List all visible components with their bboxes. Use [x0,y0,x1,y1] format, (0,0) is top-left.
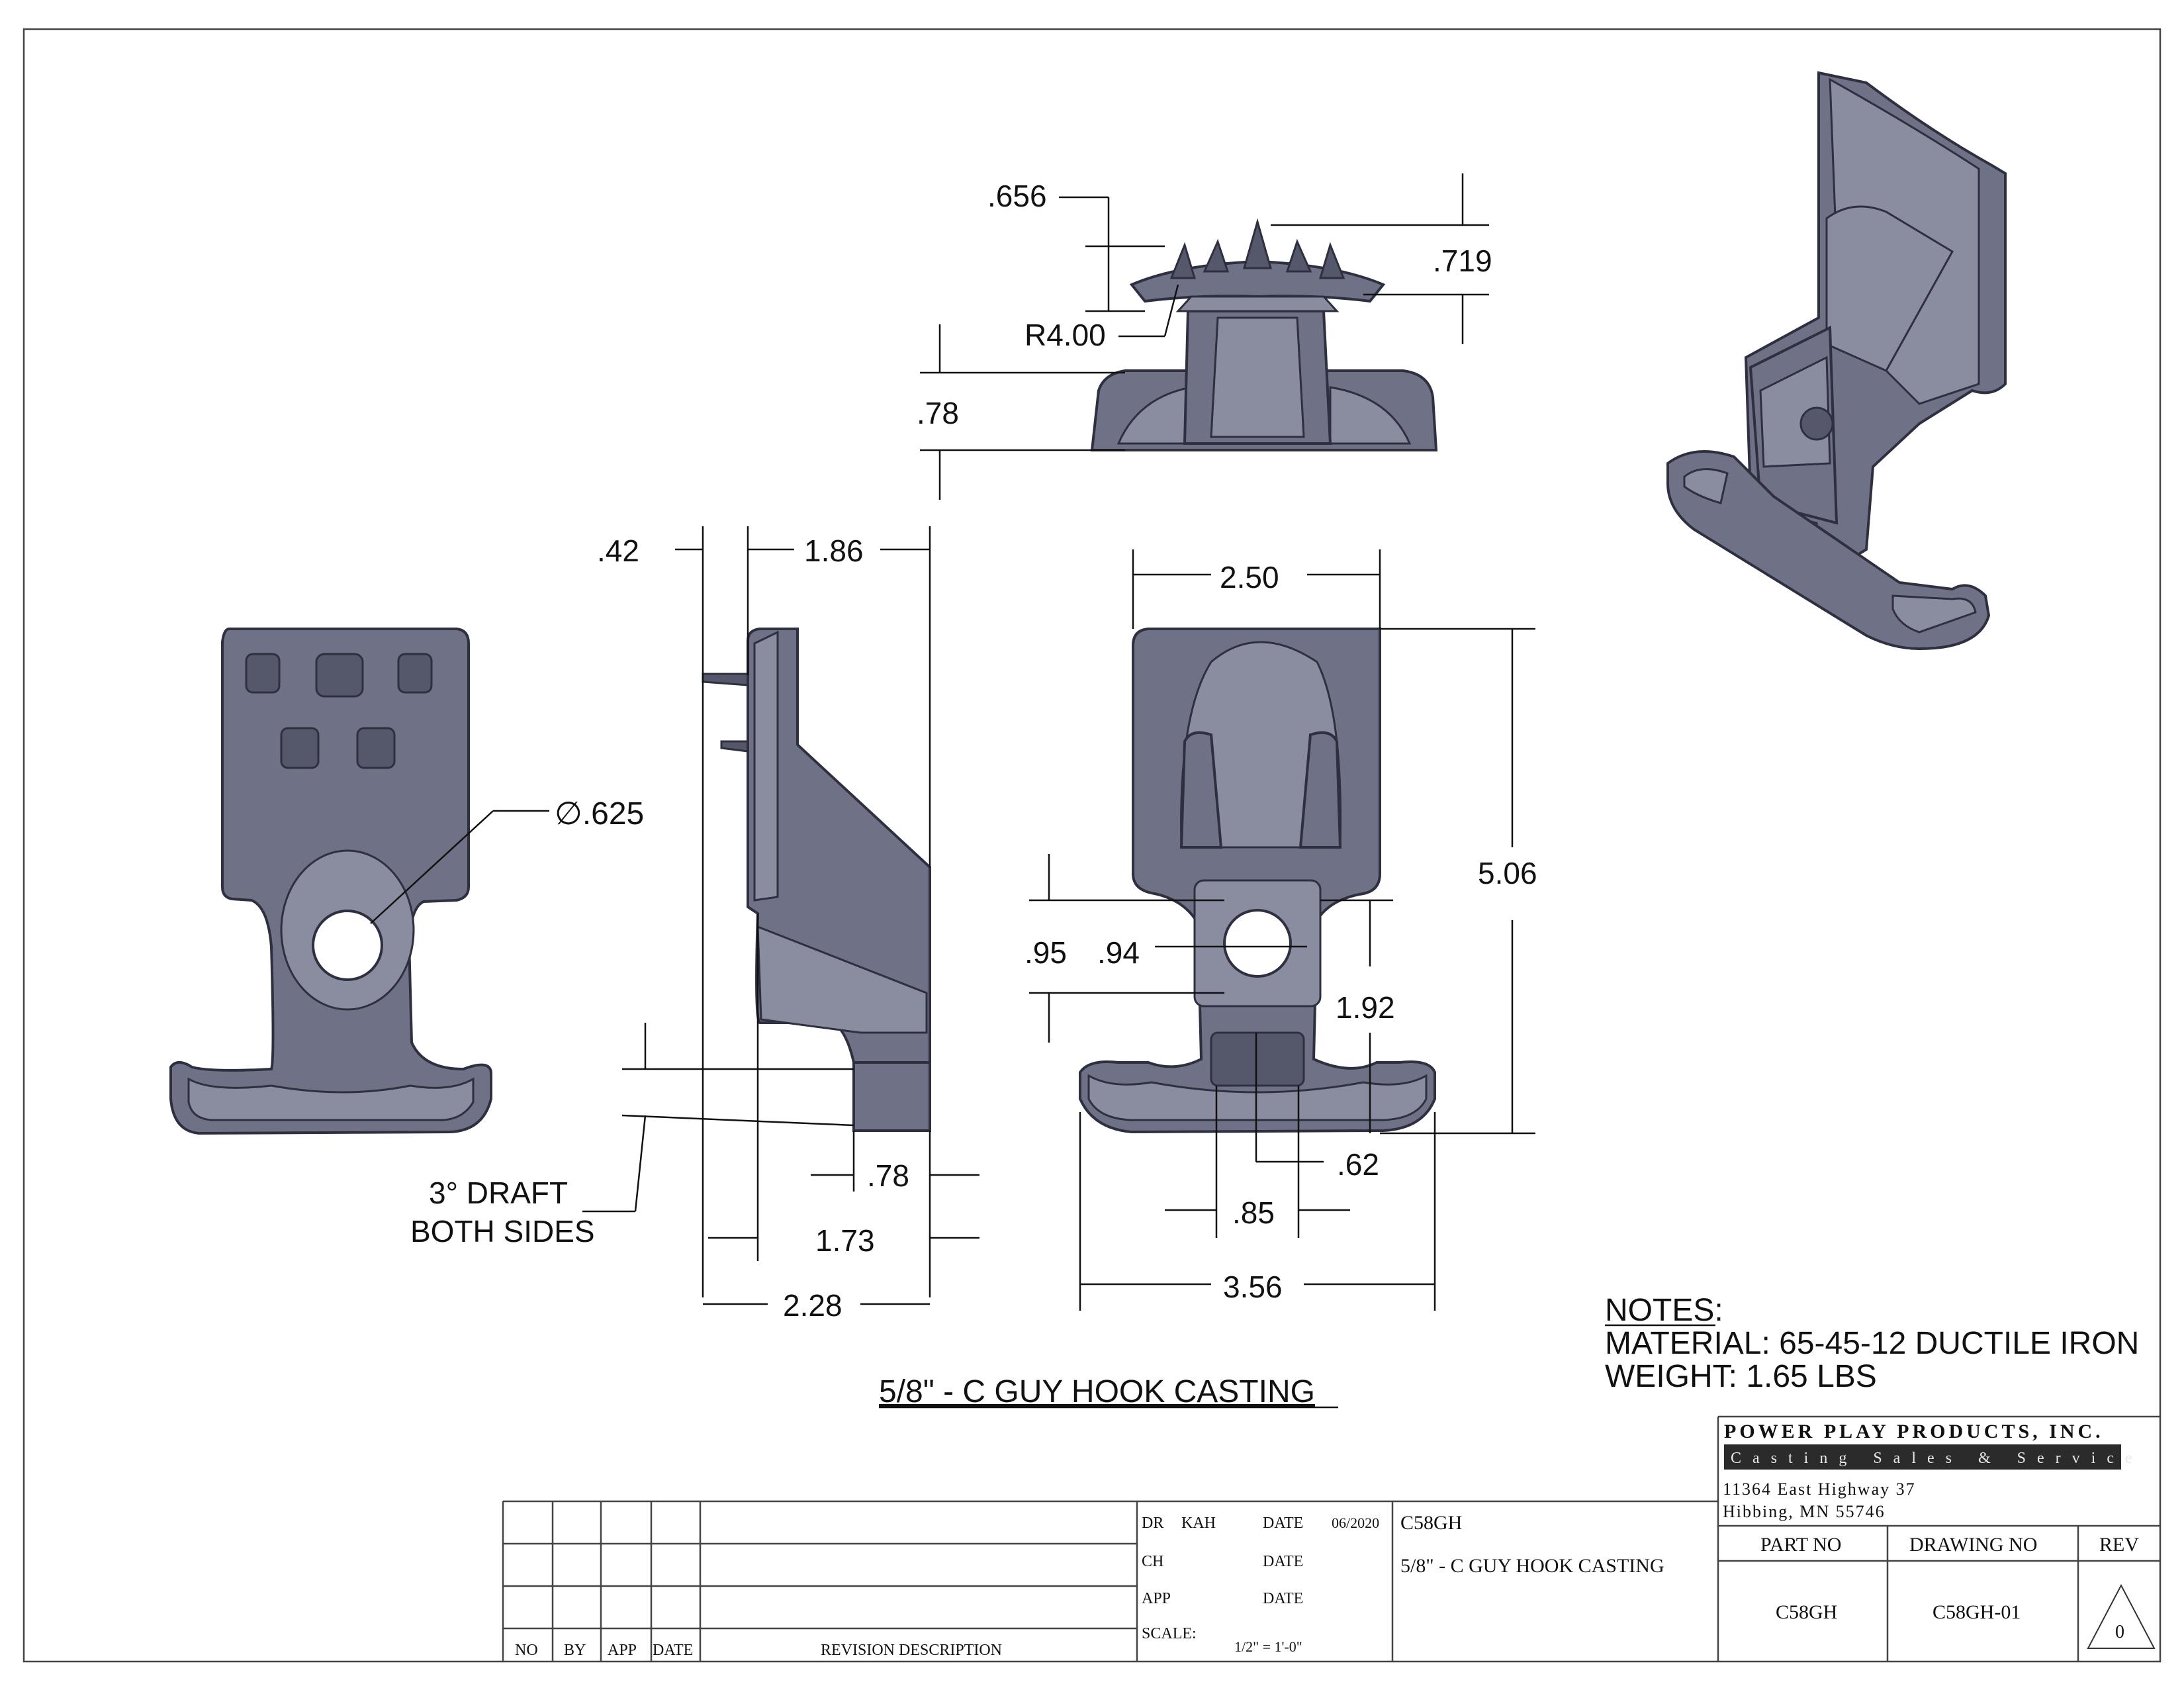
rev-value: 0 [2115,1622,2124,1642]
dim-94: .94 [1097,935,1140,970]
dr-date-value: 06/2020 [1332,1515,1379,1531]
dim-228: 2.28 [783,1288,842,1323]
drawing-title: 5/8" - C GUY HOOK CASTING [879,1374,1315,1409]
dr-label: DR [1142,1515,1163,1532]
front-view [169,628,492,1135]
scale-value: 1/2" = 1'-0" [1234,1638,1302,1655]
rev-triangle-icon [2087,1583,2156,1649]
rev-header-app: APP [608,1642,637,1659]
company-name: POWER PLAY PRODUCTS, INC. [1724,1421,2104,1442]
scale-label: SCALE: [1142,1625,1197,1642]
side-view-dimensions [582,526,979,1305]
dim-173: 1.73 [815,1223,875,1258]
dim-62: .62 [1337,1147,1379,1182]
rev-header-desc: REVISION DESCRIPTION [821,1642,1002,1659]
dim-356: 3.56 [1223,1270,1283,1304]
company-tagline: Casting Sales & Service [1731,1450,2144,1467]
dr-date-label: DATE [1263,1515,1303,1532]
draft-note-line2: BOTH SIDES [410,1214,595,1248]
drawing-no-label: DRAWING NO [1909,1534,2037,1556]
rear-view-dimensions [1029,549,1535,1311]
part-code: C58GH [1400,1512,1462,1534]
dim-85: .85 [1232,1196,1275,1230]
rev-header-date: DATE [653,1642,693,1659]
rev-header-by: BY [564,1642,586,1659]
rev-label: REV [2099,1534,2139,1556]
company-address-1: 11364 East Highway 37 [1723,1479,1916,1499]
title-block: NO BY APP DATE REVISION DESCRIPTION DR K… [502,1500,2160,1662]
notes-material: MATERIAL: 65-45-12 DUCTILE IRON [1605,1326,2139,1361]
notes-heading: NOTES: [1605,1293,1723,1328]
app-label: APP [1142,1590,1171,1607]
part-no-value: C58GH [1776,1601,1837,1623]
dim-656: .656 [987,179,1047,213]
dim-719: .719 [1433,244,1492,278]
dim-186: 1.86 [804,534,864,568]
rear-view [1079,628,1436,1134]
draft-note-line1: 3° DRAFT [429,1176,568,1210]
sheet-border [23,28,2161,1663]
dim-side-78: .78 [867,1158,909,1193]
dim-506: 5.06 [1478,856,1537,890]
company-address-2: Hibbing, MN 55746 [1723,1502,1886,1521]
isometric-view [1666,71,2007,651]
part-description: 5/8" - C GUY HOOK CASTING [1400,1555,1664,1577]
top-view-dimensions [920,173,1489,500]
notes-weight: WEIGHT: 1.65 LBS [1605,1359,1877,1394]
dimension-labels: .656 .719 R4.00 .78 ∅.625 .42 1.86 .78 1… [410,179,1537,1323]
dim-250: 2.50 [1220,560,1279,594]
side-view [702,628,931,1132]
part-no-label: PART NO [1760,1534,1841,1556]
ch-label: CH [1142,1553,1163,1570]
ch-date-label: DATE [1263,1553,1303,1570]
drawing-no-value: C58GH-01 [1933,1601,2021,1623]
app-date-label: DATE [1263,1590,1303,1607]
dim-95: .95 [1024,935,1067,970]
company-block: POWER PLAY PRODUCTS, INC. Casting Sales … [1717,1415,2160,1662]
dim-r400: R4.00 [1024,318,1106,352]
dim-hole-dia: ∅.625 [555,796,644,831]
top-view [1090,218,1438,451]
dim-42: .42 [597,534,639,568]
dr-value: KAH [1181,1515,1216,1532]
dim-192: 1.92 [1336,990,1395,1025]
rev-header-no: NO [515,1642,538,1659]
front-view-dimensions [370,810,549,924]
dim-top-78: .78 [917,396,959,430]
company-tagline-bar [1724,1444,2121,1470]
